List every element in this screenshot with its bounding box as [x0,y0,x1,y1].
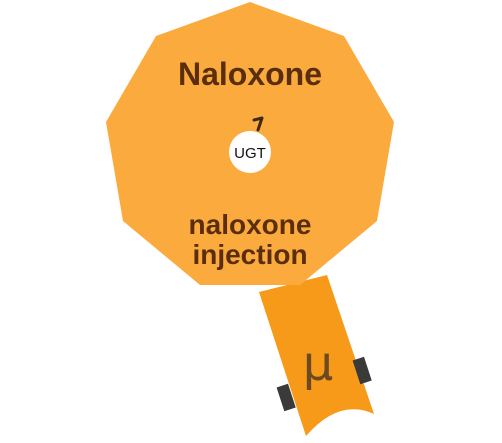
enzyme-label: UGT [234,145,266,162]
metabolism-site: UGT [229,116,271,173]
receptor-symbol: μ [303,336,334,392]
hook-icon [252,116,264,132]
stem-left-tab [276,383,296,412]
stem-shape [259,275,374,436]
enzyme-badge [229,131,271,173]
product-label-line-2: injection [192,239,307,270]
stem-right-tab [352,356,372,385]
drug-name: Naloxone [178,56,322,92]
receptor-stem: μ [259,275,374,436]
product-label-line-1: naloxone [189,209,312,240]
